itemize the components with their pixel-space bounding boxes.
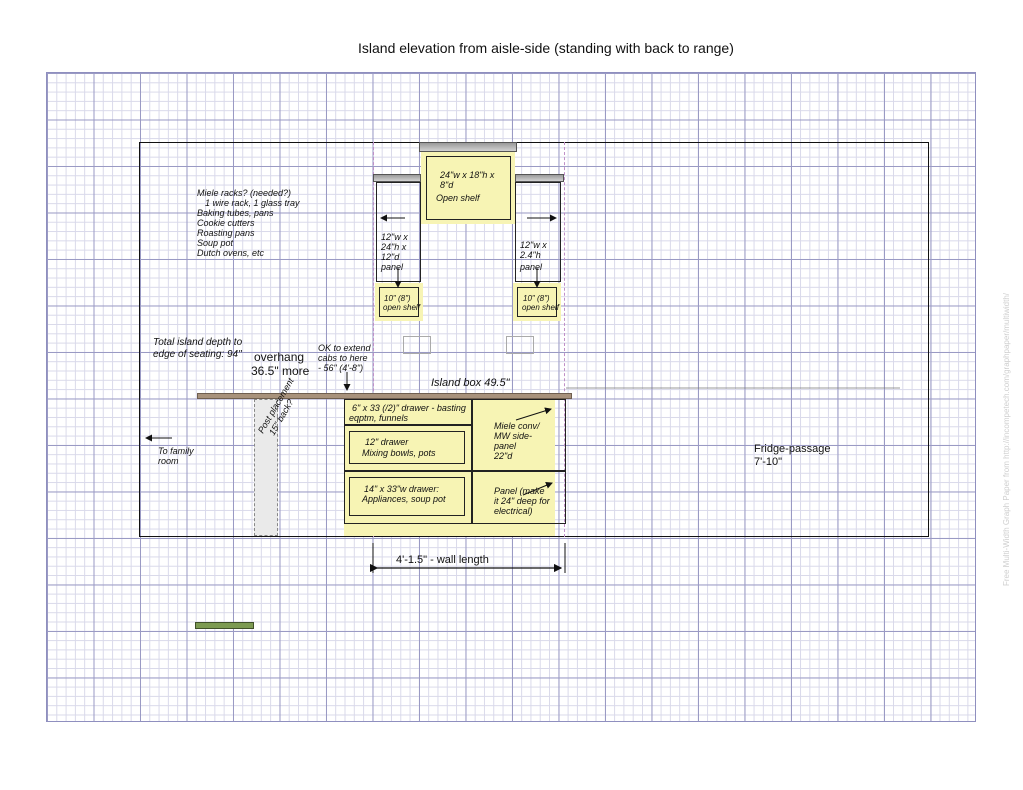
fridge-passage-line-2: 7'-10"	[754, 456, 783, 468]
right-panel-line-2: 2.4"h	[520, 250, 541, 260]
drawer-mixing-line-2: Mixing bowls, pots	[362, 448, 436, 458]
miele-conv-panel	[472, 399, 566, 471]
wall-length-label: 4'-1.5" - wall length	[396, 554, 489, 566]
miele-racks-line-2: 1 wire rack, 1 glass tray	[205, 198, 300, 208]
ok-extend-line-3: - 56" (4'-8")	[318, 363, 364, 373]
countertop	[197, 393, 572, 399]
left-panel-line-1: 12"w x	[381, 232, 408, 242]
lower-cabinet-fill	[344, 399, 555, 536]
left-open-shelf-fill	[375, 283, 423, 321]
electrical-line-3: electrical)	[494, 506, 533, 516]
left-panel-line-2: 24"h x	[381, 242, 407, 252]
miele-racks-line-5: Roasting pans	[197, 228, 255, 238]
drawer-appliances-line-2: Appliances, soup pot	[362, 494, 446, 504]
right-open-shelf-line-2: open shelf	[522, 303, 559, 312]
left-open-shelf-line-2: open shelf	[383, 303, 420, 312]
top-shelf-line-1: 24"w x 18"h x	[440, 170, 495, 180]
outlet-square-left	[403, 336, 431, 354]
post-placement-marker	[254, 399, 278, 536]
miele-racks-line-4: Cookie cutters	[197, 218, 255, 228]
overhang-line-2: 36.5" more	[251, 364, 310, 378]
family-room-line-1: To family	[158, 446, 194, 456]
green-marker	[195, 622, 254, 629]
room-outline	[139, 142, 929, 537]
family-room-line-2: room	[158, 456, 179, 466]
right-open-shelf-line-1: 10" (8")	[523, 294, 550, 303]
miele-line-2: MW side-	[494, 431, 532, 441]
right-shelf-ledge	[515, 174, 564, 182]
drawer-mixing-bowls	[349, 431, 465, 464]
page-title: Island elevation from aisle-side (standi…	[358, 40, 734, 56]
arrow-miele	[515, 407, 552, 421]
dashed-guide-right	[564, 142, 565, 537]
dashed-guide-left	[373, 142, 374, 537]
miele-line-3: panel	[494, 441, 517, 451]
top-shelf-ledge	[419, 142, 517, 152]
miele-line-1: Miele conv/	[494, 421, 540, 431]
right-panel-line-1: 12"w x	[520, 240, 547, 250]
left-open-shelf-line-1: 10" (8")	[384, 294, 411, 303]
drawer-appliances-frame	[344, 471, 472, 524]
fridge-passage-line-1: Fridge-passage	[754, 443, 831, 455]
top-shelf-line-2: 8"d	[440, 180, 454, 190]
electrical-panel	[472, 471, 566, 524]
miele-racks-line-6: Soup pot	[197, 238, 234, 248]
right-open-shelf-fill	[513, 283, 561, 321]
miele-racks-line-3: Baking tubes, pans	[197, 208, 274, 218]
left-shelf-ledge	[373, 174, 421, 182]
top-open-shelf	[426, 156, 511, 220]
ok-extend-line-2: cabs to here	[318, 353, 368, 363]
drawer-basting	[344, 399, 472, 425]
miele-racks-line-7: Dutch ovens, etc	[197, 248, 265, 258]
total-depth-line-1: Total island depth to	[153, 337, 243, 348]
drawer-basting-line-2: eqptm, funnels	[349, 413, 409, 423]
drawer-mixing-line-1: 12" drawer	[365, 437, 409, 447]
drawer-appliances-line-1: 14" x 33"w drawer:	[364, 484, 439, 494]
miele-racks-line-1: Miele racks? (needed?)	[197, 188, 292, 198]
ok-extend-line-1: OK to extend	[318, 343, 371, 353]
overhang-line-1: overhang	[254, 350, 305, 364]
left-panel-line-4: panel	[381, 262, 404, 272]
miele-line-4: 22"d	[494, 451, 513, 461]
arrow-electrical	[522, 482, 553, 496]
left-panel-line-3: 12"d	[381, 252, 400, 262]
drawer-mixing-frame	[344, 425, 472, 471]
total-depth-line-2: edge of seating: 94"	[153, 349, 242, 360]
drawer-basting-line-1: 6" x 33 (/2)" drawer - basting	[352, 403, 466, 413]
top-shelf-fill	[421, 152, 515, 224]
island-box-label: Island box 49.5"	[431, 377, 510, 389]
electrical-line-2: it 24" deep for	[494, 496, 550, 506]
outlet-square-right	[506, 336, 534, 354]
right-panel-line-3: panel	[520, 262, 543, 272]
drawer-appliances	[349, 477, 465, 516]
electrical-line-1: Panel (make	[494, 486, 545, 496]
top-shelf-line-3: Open shelf	[436, 193, 480, 203]
